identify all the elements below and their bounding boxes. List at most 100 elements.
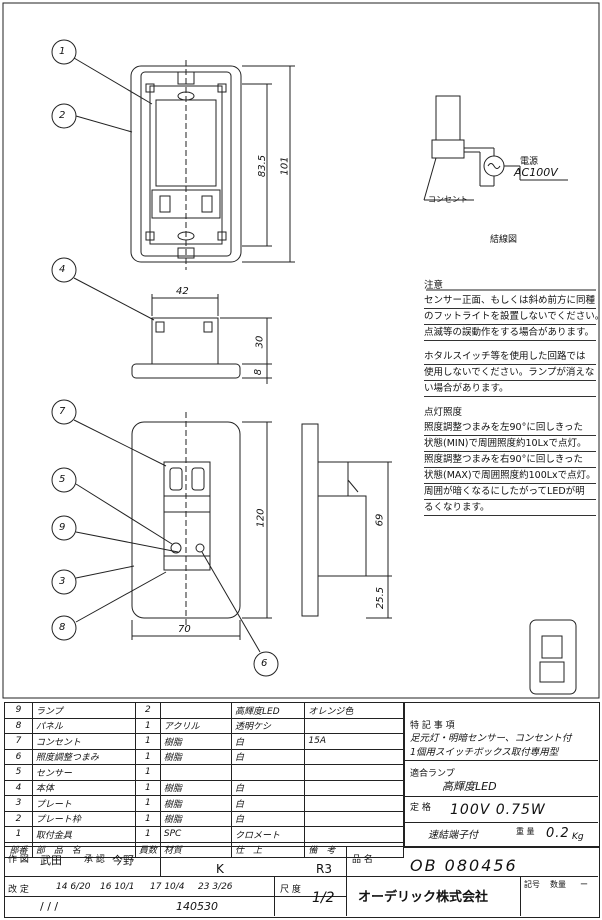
table-cell-material: SPC [159, 826, 233, 843]
weight-label: 重 量 [516, 827, 535, 836]
dim-70: 70 [178, 624, 191, 635]
table-cell-name: センサー [31, 764, 136, 781]
drawing-number: 140530 [176, 900, 218, 913]
symbol-label: 記号 [524, 880, 540, 889]
table-cell-remark: 15A [304, 733, 404, 750]
table-cell-qty: 1 [134, 826, 161, 843]
scale-label: 尺 度 [280, 885, 301, 895]
lamp-value: 高輝度LED [442, 780, 497, 793]
revision-2: 16 10/1 [100, 882, 135, 892]
table-cell-no: 4 [4, 779, 33, 796]
body-side-view [151, 317, 219, 365]
table-cell-no: 3 [4, 795, 33, 812]
table-cell-name: 部 品 名 [31, 841, 136, 858]
table-cell-qty: 1 [134, 779, 161, 796]
revision-label: 改 定 [8, 885, 29, 895]
table-cell-name: 照度調整つまみ [31, 748, 136, 765]
table-cell-remark [304, 826, 404, 843]
table-cell-no: 7 [4, 733, 33, 750]
table-cell-material: 樹脂 [159, 810, 233, 827]
table-cell-name: プレート [31, 795, 136, 812]
outlet-label: コンセント [428, 195, 468, 204]
table-cell-name: 本体 [31, 779, 136, 796]
wiring-device [435, 95, 461, 141]
caution-title: 注意 [424, 280, 444, 291]
caution-line-2: のフットライトを設置しないでください。 [424, 309, 602, 325]
caution-line-6: い場合があります。 [424, 381, 596, 397]
table-cell-remark [304, 810, 404, 827]
table-cell-finish: 白 [231, 795, 306, 812]
lighting-title: 点灯照度 [424, 407, 463, 418]
callout-7: 7 [59, 406, 66, 417]
dim-83-5: 83.5 [257, 154, 269, 178]
table-cell-qty: 1 [134, 764, 161, 781]
name-label: 品 名 [352, 855, 373, 865]
table-cell-remark [304, 748, 404, 765]
power-voltage: AC100V [514, 166, 558, 179]
callout-9: 9 [59, 522, 66, 533]
count-label: 数量 [550, 880, 566, 889]
wiring-diagram-title: 結線図 [490, 235, 518, 245]
product-number: OB 080456 [410, 856, 518, 875]
table-cell-remark [304, 795, 404, 812]
sheet-label: ー [580, 880, 588, 889]
revision-1: 14 6/20 [56, 882, 91, 892]
table-cell-qty: 1 [134, 748, 161, 765]
table-cell-material: 樹脂 [159, 748, 233, 765]
callout-5: 5 [59, 474, 66, 485]
table-cell-name: 取付金具 [31, 826, 136, 843]
table-cell-remark [304, 717, 404, 734]
special-line-2: 1個用スイッチボックス取付専用型 [410, 747, 559, 758]
caution-line-1: センサー正面、もしくは斜め前方に同種 [424, 293, 596, 309]
caution-line-5: 使用しないでください。ランプが消えな [424, 365, 596, 381]
table-cell-material [159, 702, 233, 719]
caution-line-3: 点滅等の誤動作をする場合があります。 [424, 325, 596, 341]
table-cell-finish: クロメート [231, 826, 306, 843]
scale-value: 1/2 [312, 890, 335, 906]
callout-3: 3 [59, 576, 66, 587]
table-cell-no: 9 [4, 702, 33, 719]
table-cell-qty: 1 [134, 795, 161, 812]
table-cell-remark: 備 考 [304, 841, 404, 858]
revision-3: 17 10/4 [150, 882, 185, 892]
weight-unit: Kg [572, 832, 584, 842]
callout-8: 8 [59, 622, 66, 633]
lighting-line-2: 状態(MIN)で周囲照度約10Lxで点灯。 [424, 436, 596, 452]
thumbnail-view [529, 619, 577, 695]
power-label: 電源 [520, 157, 539, 167]
table-cell-name: パネル [31, 717, 136, 734]
table-cell-material: 樹脂 [159, 779, 233, 796]
title-block [4, 846, 600, 918]
lighting-line-3: 照度調整つまみを右90°に回しきった [424, 452, 596, 468]
table-cell-name: プレート枠 [31, 810, 136, 827]
caution-line-4: ホタルスイッチ等を使用した回路では [424, 349, 596, 365]
mark-k: K [216, 862, 224, 876]
table-cell-remark: オレンジ色 [304, 702, 404, 719]
rating-label: 定 格 [410, 803, 431, 813]
plate-side-view [301, 423, 319, 617]
table-cell-no: 6 [4, 748, 33, 765]
approver-label: 承 認 [84, 855, 105, 865]
table-cell-finish: 仕 上 [231, 841, 306, 858]
approver: 今野 [112, 854, 134, 867]
lighting-line-5: 周囲が暗くなるにしたがってLEDが明 [424, 484, 596, 500]
callout-6: 6 [261, 658, 268, 669]
table-cell-material [159, 764, 233, 781]
author-label: 作 図 [8, 855, 29, 865]
table-cell-finish: 高輝度LED [231, 702, 306, 719]
lighting-line-1: 照度調整つまみを左90°に回しきった [424, 420, 596, 436]
table-cell-name: コンセント [31, 733, 136, 750]
author: 武田 [40, 854, 62, 867]
terminal-note: 速結端子付 [428, 830, 478, 841]
dim-30: 30 [254, 335, 266, 349]
callout-2: 2 [59, 110, 66, 121]
table-cell-qty: 1 [134, 733, 161, 750]
